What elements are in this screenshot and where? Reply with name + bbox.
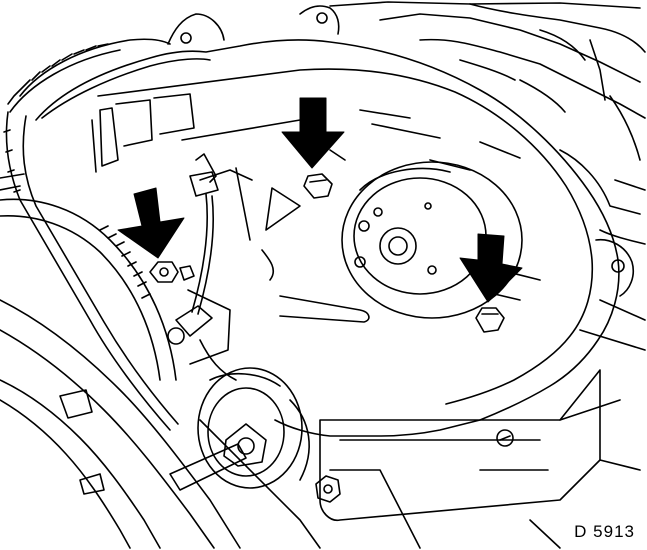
- crankshaft-hub: [341, 161, 523, 319]
- lower-belt-and-hose: [0, 299, 321, 549]
- sprocket: [0, 173, 177, 381]
- engine-block-outline: [329, 1, 646, 351]
- tensioner-pulley: [197, 367, 310, 489]
- down-arrow-icon: [117, 187, 185, 259]
- timing-belt: [3, 38, 179, 431]
- nut-center: [303, 173, 333, 199]
- timing-cover: [35, 5, 635, 437]
- down-arrow-icon: [459, 233, 523, 303]
- nut-right: [475, 307, 505, 333]
- lower-bolt: [315, 475, 341, 503]
- sensor-bracket: [167, 153, 237, 381]
- lower-housing: [315, 369, 641, 549]
- down-arrow-icon: [281, 97, 345, 169]
- nut-left: [149, 261, 195, 283]
- figure-reference-code: D 5913: [574, 522, 635, 541]
